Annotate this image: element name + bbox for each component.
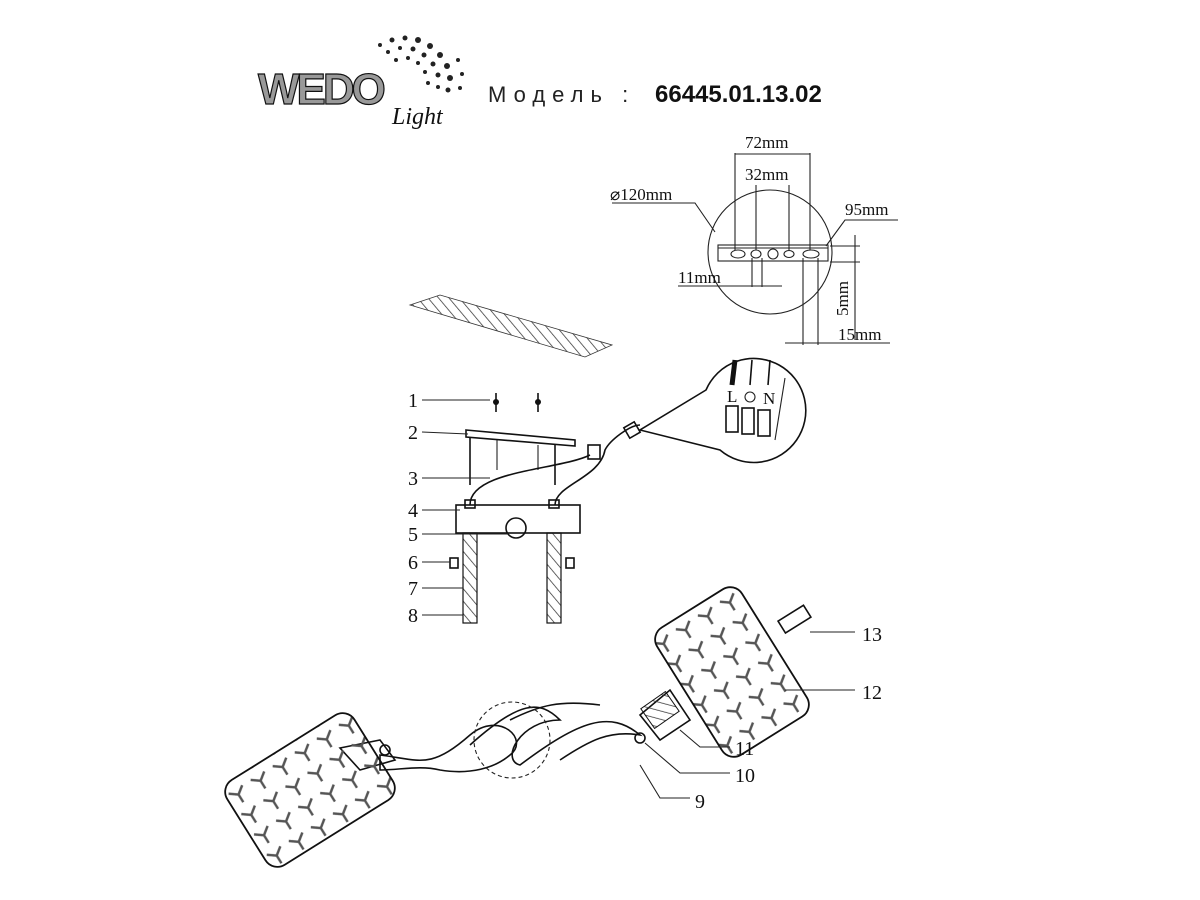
part-13-label: 13: [862, 624, 882, 646]
dim-diameter-120mm: ⌀120mm: [610, 185, 672, 204]
part-4-label: 4: [408, 500, 418, 522]
part-9-label: 9: [695, 791, 705, 813]
dim-32mm: 32mm: [745, 165, 788, 184]
part-labels-right: 13 12 11 10 9: [639, 624, 882, 813]
lamp-shade-right: [654, 586, 810, 758]
bracket-dimension-detail: 72mm 32mm ⌀120mm 95mm 11mm 5mm 15mm: [610, 133, 898, 345]
wire-live-label: L: [727, 387, 737, 406]
dim-72mm: 72mm: [745, 133, 788, 152]
part-5-label: 5: [408, 524, 418, 546]
part-2-label: 2: [408, 422, 418, 444]
part-7-label: 7: [408, 578, 418, 600]
logo-dots: [378, 35, 464, 93]
shade-nut: [776, 604, 813, 635]
lamp-arm-assembly: [224, 586, 813, 868]
logo-script: Light: [391, 104, 444, 130]
part-8-label: 8: [408, 605, 418, 627]
part-11-label: 11: [735, 738, 754, 760]
dim-95mm: 95mm: [845, 200, 888, 219]
canopy-assembly: [449, 393, 642, 624]
part-6-label: 6: [408, 552, 418, 574]
dim-5mm: 5mm: [833, 281, 852, 316]
model-label: Модель :: [488, 82, 635, 107]
part-1-label: 1: [408, 390, 418, 412]
brand-logo: WEDO Light: [257, 35, 464, 130]
part-labels-left: 1 2 3 4 5 6 7 8: [408, 390, 508, 627]
model-number: 66445.01.13.02: [655, 81, 822, 108]
part-3-label: 3: [408, 468, 418, 490]
wire-neutral-label: N: [763, 389, 775, 408]
lamp-shade-left: [224, 712, 396, 868]
dim-15mm: 15mm: [838, 325, 881, 344]
part-12-label: 12: [862, 682, 882, 704]
part-10-label: 10: [735, 765, 755, 787]
dim-11mm: 11mm: [678, 268, 721, 287]
logo-wordmark: WEDO: [258, 65, 385, 114]
wiring-detail: L N: [637, 357, 807, 464]
ceiling-hatch: [408, 294, 614, 358]
